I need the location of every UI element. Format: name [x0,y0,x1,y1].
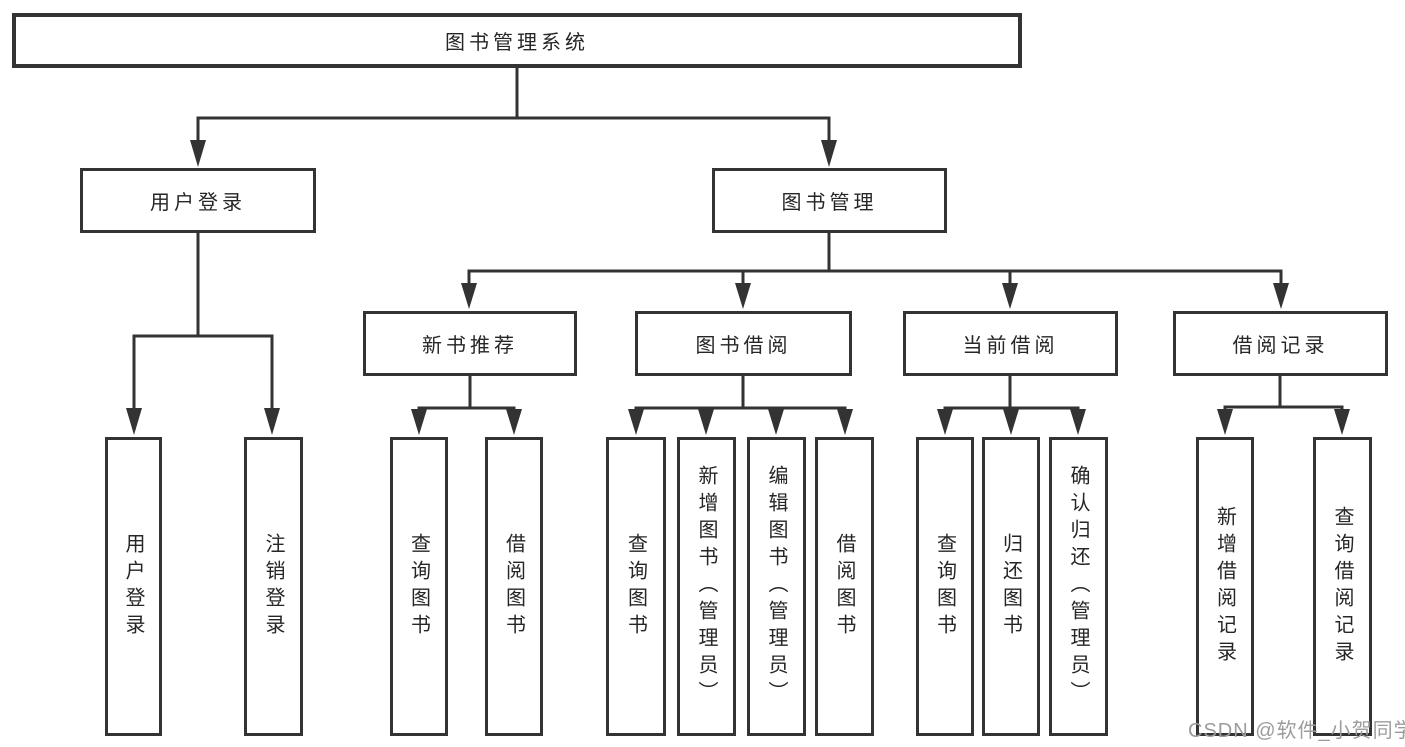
csdn-watermark: CSDN @软件_小贺同学 [1188,720,1405,742]
leaf-user-login: 用户登录 [105,437,162,736]
leaf-return-book: 归还图书 [982,437,1040,736]
leaf-query-books-recommend: 查询图书 [390,437,448,736]
leaf-add-book-admin: 新增图书（管理员） [677,437,736,736]
leaf-query-borrow-record: 查询借阅记录 [1313,437,1372,736]
leaf-logout: 注销登录 [244,437,303,736]
arrowheads-new-book [411,409,522,435]
connector-user-login-to-leaves [132,233,274,410]
connector-book-mgmt-to-level3 [467,233,1283,284]
connector-book-borrow-to-leaves [634,376,847,411]
node-book-management: 图书管理 [712,168,947,233]
leaf-add-borrow-record: 新增借阅记录 [1196,437,1254,736]
arrowheads-borrow-record [1217,409,1350,435]
node-current-borrowing: 当前借阅 [903,311,1118,376]
node-new-book-recommendation: 新书推荐 [363,311,577,376]
leaf-confirm-return-admin: 确认归还（管理员） [1049,437,1108,736]
arrowheads-level2 [190,140,837,167]
arrowheads-book-borrow [628,409,853,435]
leaf-borrow-books: 借阅图书 [815,437,874,736]
leaf-borrow-books-recommend: 借阅图书 [485,437,543,736]
arrowheads-current-borrow [937,409,1086,435]
node-root-library-system: 图书管理系统 [12,13,1022,68]
arrowheads-level3 [461,283,1289,309]
connector-new-book-to-leaves [417,376,516,411]
arrowheads-user-login [126,408,280,435]
node-borrowing-records: 借阅记录 [1173,311,1388,376]
node-book-borrowing: 图书借阅 [635,311,852,376]
leaf-query-books-current: 查询图书 [916,437,974,736]
connector-root-to-level2 [196,68,831,142]
leaf-edit-book-admin: 编辑图书（管理员） [747,437,806,736]
connector-current-borrow-to-leaves [943,376,1080,411]
leaf-query-books-borrow: 查询图书 [606,437,666,736]
connector-borrow-record-to-leaves [1223,376,1344,411]
node-user-login: 用户登录 [80,168,316,233]
